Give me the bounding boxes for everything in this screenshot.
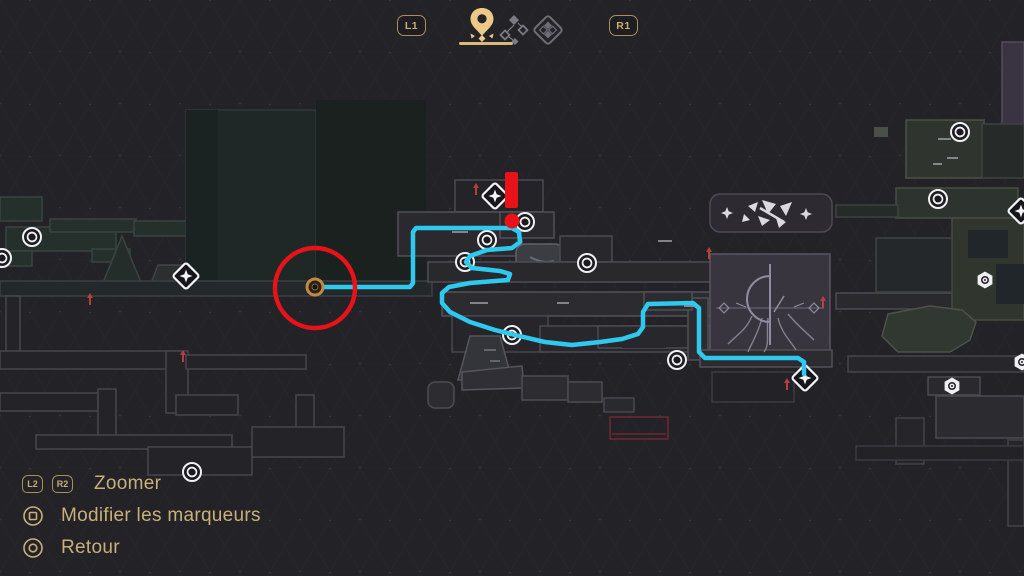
r1-button[interactable]: R1 bbox=[609, 15, 638, 36]
room-detail-dashes bbox=[452, 138, 958, 362]
legend-label-markers: Modifier les marqueurs bbox=[61, 505, 261, 526]
swirl-icon bbox=[0, 248, 12, 268]
redtick-icon bbox=[87, 293, 93, 305]
legend-row-markers: Modifier les marqueurs bbox=[22, 503, 261, 529]
swirl-icon bbox=[477, 230, 497, 250]
swirl-icon bbox=[667, 350, 687, 370]
tab-quest-diamond[interactable] bbox=[531, 13, 565, 47]
player-position-icon bbox=[305, 277, 325, 297]
map-pin-icon bbox=[470, 8, 494, 42]
route-line bbox=[319, 225, 807, 377]
redtick-icon bbox=[820, 296, 826, 308]
shard-decoration bbox=[721, 200, 812, 228]
legend-row-back: Retour bbox=[22, 535, 261, 561]
tab-markers-network[interactable] bbox=[498, 13, 530, 49]
square-button-icon[interactable] bbox=[22, 505, 44, 527]
redtick-icon bbox=[784, 378, 790, 390]
redtick-icon bbox=[473, 183, 479, 195]
hex-icon bbox=[977, 271, 993, 289]
swirl-icon bbox=[182, 462, 202, 482]
diamond-icon bbox=[172, 262, 200, 290]
swirl-icon bbox=[577, 253, 597, 273]
quest-diamond-icon bbox=[533, 15, 563, 45]
swirl-icon bbox=[22, 227, 42, 247]
needle-emblem bbox=[716, 264, 824, 353]
swirl-icon bbox=[928, 189, 948, 209]
diamond-icon bbox=[481, 182, 509, 210]
diamond-icon bbox=[791, 364, 819, 392]
r2-button[interactable]: R2 bbox=[52, 475, 73, 493]
l2-button[interactable]: L2 bbox=[22, 475, 43, 493]
markers-network-icon bbox=[499, 15, 529, 45]
legend-label-zoom: Zoomer bbox=[94, 473, 162, 494]
redtick-icon bbox=[180, 350, 186, 362]
legend-row-zoom: L2 R2 Zoomer bbox=[22, 471, 261, 497]
diamond-icon bbox=[1007, 197, 1024, 225]
selection-ring bbox=[272, 245, 358, 331]
attention-exclamation-icon bbox=[504, 172, 520, 229]
map-rooms bbox=[0, 41, 1024, 527]
redtick-icon bbox=[706, 247, 712, 259]
swirl-icon bbox=[950, 122, 970, 142]
l1-button[interactable]: L1 bbox=[397, 15, 426, 36]
tab-map-pin[interactable] bbox=[464, 5, 500, 45]
hex-icon bbox=[1014, 353, 1024, 371]
circle-button-icon[interactable] bbox=[22, 537, 44, 559]
hex-icon bbox=[944, 377, 960, 395]
legend-label-back: Retour bbox=[61, 537, 120, 558]
controls-legend: L2 R2 Zoomer Modifier les marqueurs Reto… bbox=[22, 471, 261, 567]
